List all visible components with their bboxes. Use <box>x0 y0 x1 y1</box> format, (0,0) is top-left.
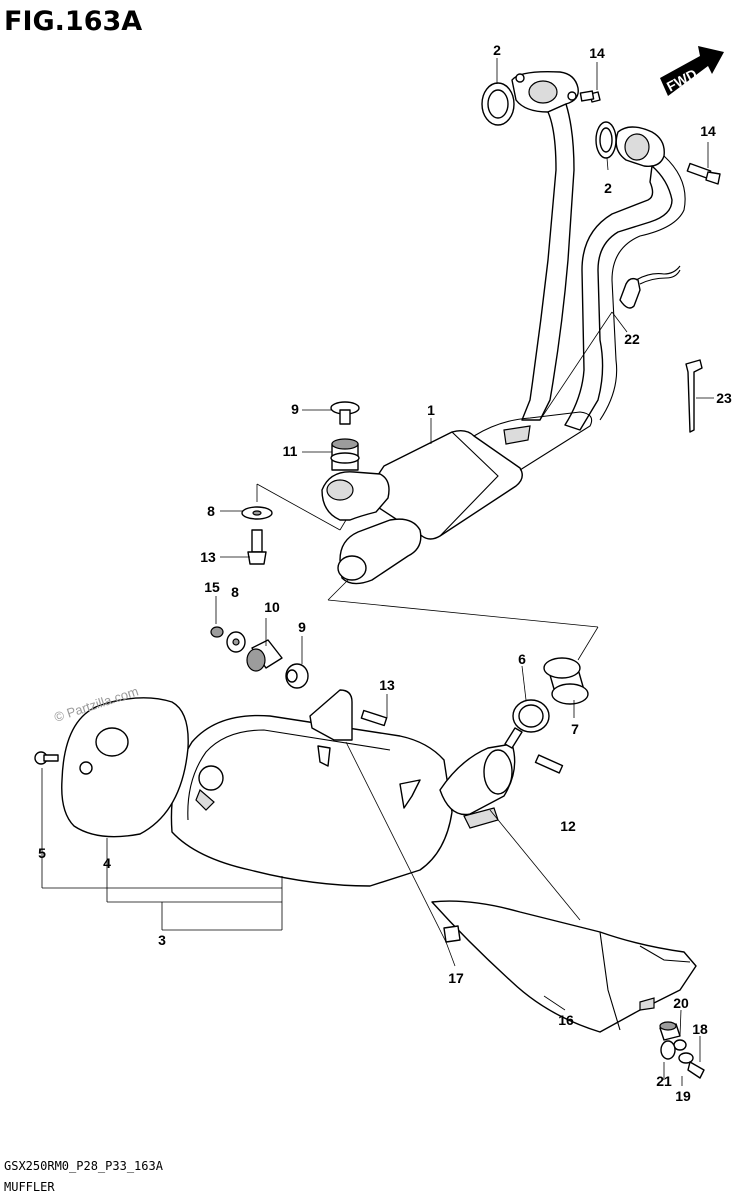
mount-bolt-upper <box>247 529 267 565</box>
callout-1: 1 <box>427 402 435 418</box>
callout-13-lower: 13 <box>379 677 395 693</box>
callout-5: 5 <box>38 845 46 861</box>
exhaust-gasket-upper <box>481 82 515 126</box>
callout-13-upper: 13 <box>200 549 216 565</box>
callout-8-upper: 8 <box>207 503 215 519</box>
muffler-end-cap <box>61 697 189 838</box>
figure-code: GSX250RM0_P28_P33_163A <box>4 1159 164 1173</box>
callout-10: 10 <box>264 599 280 615</box>
exhaust-gasket-lower <box>595 121 617 159</box>
callout-14-lower: 14 <box>700 123 716 139</box>
heat-shield-bolt <box>678 1052 705 1079</box>
callout-2-upper: 2 <box>493 42 501 58</box>
connector-gasket <box>543 657 589 705</box>
forward-direction-arrow: FWD <box>660 46 724 96</box>
callout-17: 17 <box>448 970 464 986</box>
callout-4: 4 <box>103 855 111 871</box>
heat-shield-rubber <box>443 925 461 943</box>
callout-11: 11 <box>283 443 298 459</box>
mount-washer-lower <box>226 631 246 653</box>
oxygen-sensor <box>619 265 681 309</box>
leader-lines <box>41 58 714 1086</box>
callout-12: 12 <box>560 818 576 834</box>
callout-14-upper: 14 <box>589 45 605 61</box>
heat-shield-collar <box>659 1021 681 1041</box>
muffler-clamp <box>504 699 550 749</box>
callout-19: 19 <box>675 1088 691 1104</box>
callout-9-lower: 9 <box>298 619 306 635</box>
heat-shield-washer <box>673 1039 687 1051</box>
pipe-stud-bolt-lower <box>686 162 721 185</box>
figure-caption: MUFFLER <box>4 1180 55 1194</box>
mount-cushion-upper <box>330 438 360 471</box>
heat-shield-spacer <box>660 1040 676 1060</box>
callout-21: 21 <box>656 1073 672 1089</box>
muffler-heat-shield <box>431 900 697 1033</box>
callout-labels: 2 14 14 2 22 23 1 9 11 8 13 15 8 10 9 13… <box>38 42 732 1104</box>
mount-cushion-lower <box>246 639 283 672</box>
callout-3: 3 <box>158 932 166 948</box>
mount-cap-upper <box>330 401 360 425</box>
callout-23: 23 <box>716 390 732 406</box>
callout-20: 20 <box>673 995 689 1011</box>
callout-15: 15 <box>204 579 220 595</box>
cable-tie <box>685 359 703 433</box>
pipe-stud-bolt-upper <box>579 90 601 103</box>
callout-7: 7 <box>571 721 579 737</box>
callout-18: 18 <box>692 1021 708 1037</box>
mount-nut-lower <box>210 626 224 638</box>
callout-8-lower: 8 <box>231 584 239 600</box>
mount-cap-lower <box>285 663 309 689</box>
mount-washer-upper <box>241 506 273 520</box>
figure-title: FIG.163A <box>4 6 142 37</box>
callout-6: 6 <box>518 651 526 667</box>
exhaust-pipe-assembly <box>321 70 686 585</box>
callout-9-upper: 9 <box>291 401 299 417</box>
end-cap-screw <box>34 751 59 765</box>
clamp-bolt <box>534 754 564 774</box>
muffler-body <box>170 689 516 887</box>
callout-22: 22 <box>624 331 640 347</box>
callout-2-lower: 2 <box>604 180 612 196</box>
callout-16: 16 <box>558 1012 574 1028</box>
